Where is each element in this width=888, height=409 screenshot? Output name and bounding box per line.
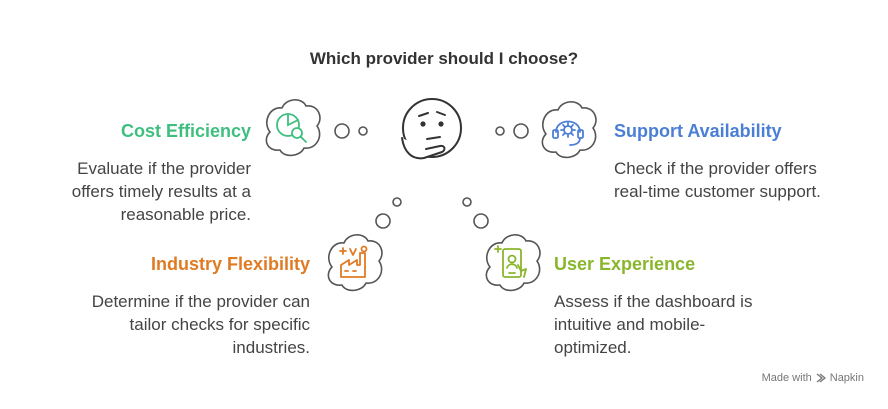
thought-dot (375, 213, 391, 229)
made-with-label: Made with (761, 372, 812, 384)
thought-dot (473, 213, 489, 229)
description-line: Check if the provider offers (614, 159, 817, 178)
user-experience-cloud (485, 234, 541, 292)
thought-dot (495, 126, 505, 136)
description-line: real-time customer support. (614, 182, 821, 201)
cost-efficiency-heading: Cost Efficiency (120, 121, 251, 141)
thought-dot (358, 126, 368, 136)
made-with-napkin-footer: Made with Napkin (762, 372, 864, 384)
cost-efficiency-cloud (265, 99, 321, 157)
support-availability-heading: Support Availability (614, 121, 782, 141)
description-line: Assess if the dashboard is (554, 292, 753, 311)
support-availability-cloud (541, 101, 597, 159)
thought-dot (392, 197, 402, 207)
thinking-face-icon (401, 98, 462, 160)
support-availability-description: Check if the provider offers real-time c… (614, 157, 874, 203)
industry-flexibility-cloud (327, 234, 383, 292)
headset-gear-icon (552, 120, 584, 146)
thought-dot (334, 123, 350, 139)
description-line: optimized. (554, 338, 632, 357)
thought-dot (513, 123, 529, 139)
description-line: Evaluate if the provider (77, 159, 251, 178)
factory-icon (339, 245, 368, 278)
napkin-brand-label: Napkin (829, 372, 864, 384)
industry-flexibility-heading: Industry Flexibility (150, 254, 310, 274)
description-line: intuitive and mobile- (554, 315, 706, 334)
napkin-logo-icon (816, 373, 826, 383)
thought-dot (462, 197, 472, 207)
description-line: Determine if the provider can (91, 292, 310, 311)
cost-efficiency-description: Evaluate if the provider offers timely r… (0, 157, 251, 226)
description-line: tailor checks for specific (129, 315, 310, 334)
industry-flexibility-description: Determine if the provider can tailor che… (30, 290, 310, 359)
diagram-title: Which provider should I choose? (309, 49, 579, 68)
description-line: offers timely results at a (71, 182, 251, 201)
description-line: industries. (232, 338, 310, 357)
pie-chart-magnifier-icon (276, 113, 307, 143)
description-line: reasonable price. (120, 205, 251, 224)
user-experience-heading: User Experience (554, 254, 696, 274)
user-experience-description: Assess if the dashboard is intuitive and… (554, 290, 814, 359)
mobile-touch-icon (494, 245, 527, 278)
